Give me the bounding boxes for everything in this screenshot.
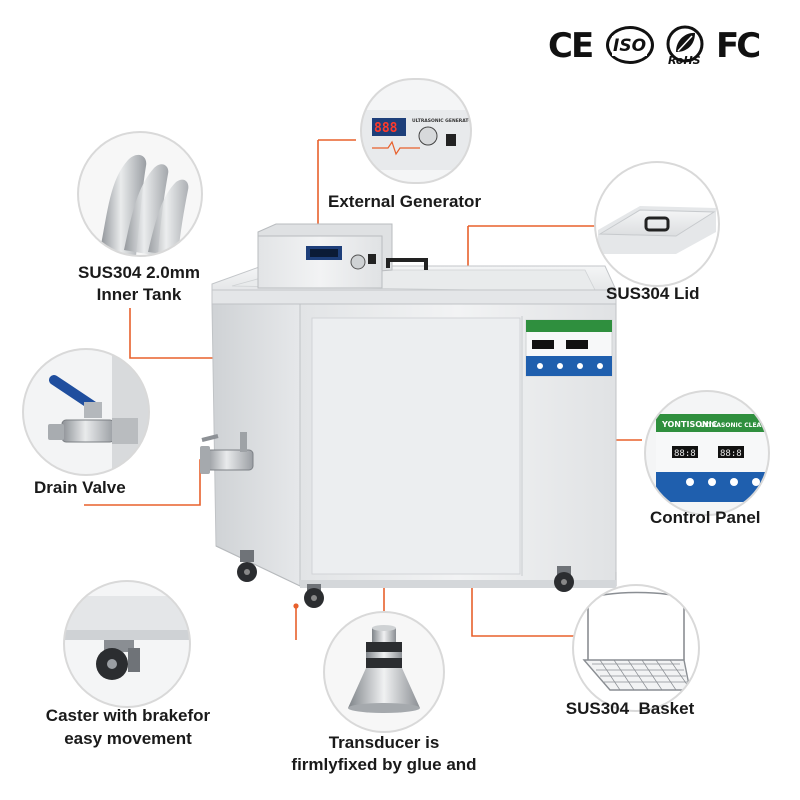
ce-mark: CE — [548, 26, 594, 66]
rohs-mark: RoHS — [662, 24, 708, 70]
label-lid: SUS304 Lid — [606, 284, 700, 303]
iso-mark: ISO — [606, 26, 654, 64]
panel-brand-text: YONTISONIC — [661, 420, 718, 429]
caster-detail — [63, 580, 191, 708]
lid-detail — [594, 161, 720, 287]
iso-text: ISO — [612, 36, 648, 56]
label-caster-line2: easy movement — [64, 729, 192, 748]
fc-mark: FC — [716, 26, 761, 66]
control-panel-detail: YONTISONIC ULTRASONIC CLEANER 88:8 88:8 — [644, 390, 775, 516]
label-inner-tank-line2: Inner Tank — [96, 285, 182, 304]
caster-wheels — [237, 550, 574, 608]
cleaner-body — [200, 223, 617, 608]
panel-title-text: ULTRASONIC CLEANER — [700, 422, 775, 429]
panel-display-right: 88:8 — [720, 449, 742, 459]
generator-display-text: 888 — [374, 121, 398, 136]
external-generator-detail: 888 ULTRASONIC GENERATOR — [360, 78, 476, 184]
generator-title-text: ULTRASONIC GENERATOR — [412, 118, 476, 124]
panel-display-left: 88:8 — [674, 449, 696, 459]
label-transducer-line1: Transducer is — [328, 733, 440, 752]
label-inner-tank-line1: SUS304 2.0mm — [78, 263, 200, 282]
basket-detail — [572, 584, 700, 712]
rohs-text: RoHS — [668, 54, 701, 67]
generator-unit — [257, 223, 428, 289]
label-transducer-line2: firmlyfixed by glue and — [291, 755, 477, 774]
label-external-generator: External Generator — [328, 192, 482, 211]
inner-tank-detail — [77, 131, 203, 257]
label-drain-valve: Drain Valve — [34, 478, 126, 497]
label-basket: SUS304 Basket — [565, 699, 695, 718]
leaf-icon — [666, 25, 704, 63]
drain-valve-detail — [22, 348, 150, 476]
label-control-panel: Control Panel — [650, 508, 761, 527]
label-caster-line1: Caster with brakefor — [45, 706, 211, 725]
transducer-detail — [323, 611, 445, 733]
